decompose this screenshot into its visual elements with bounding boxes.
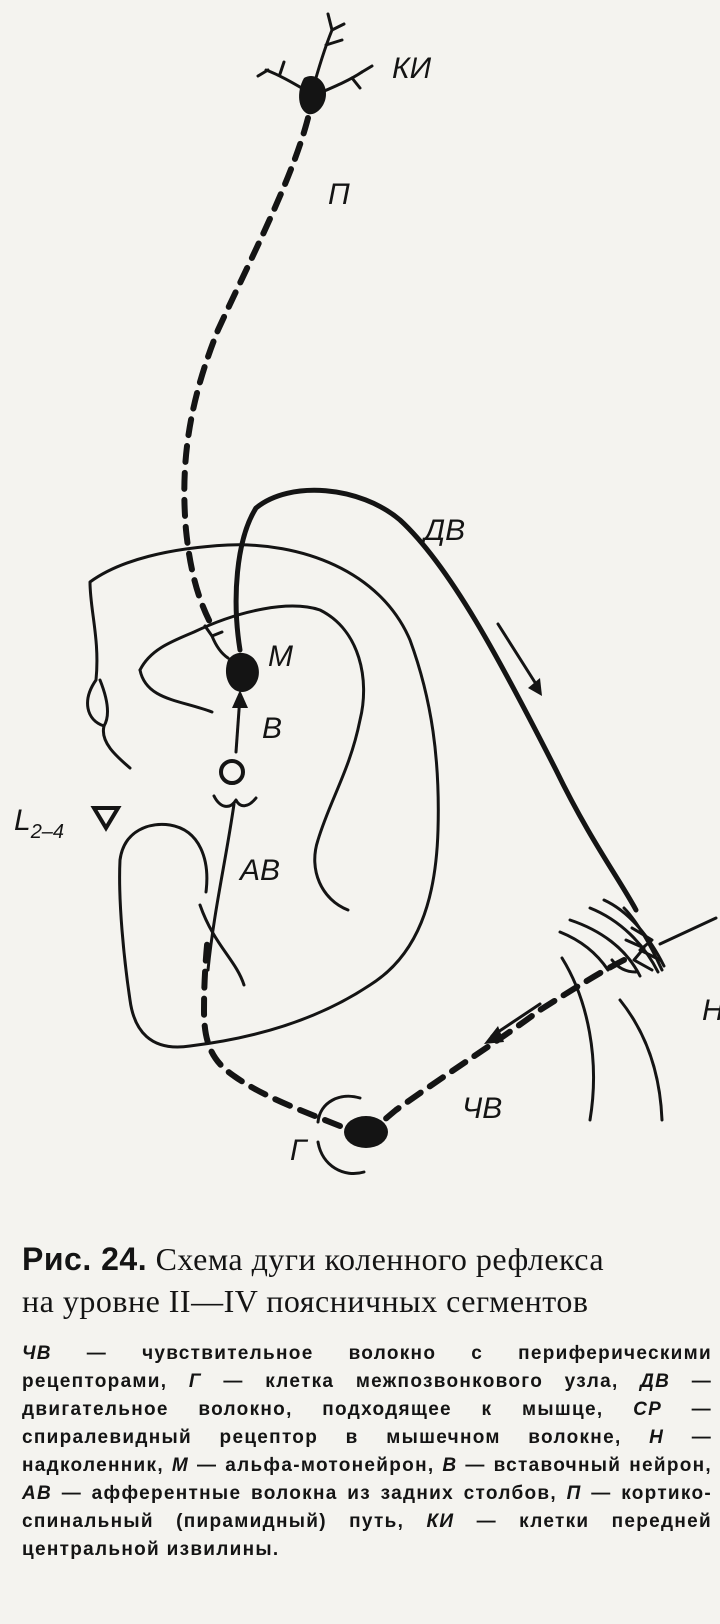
sensory-direction-arrowhead — [484, 1026, 504, 1044]
legend-abbr: ЧВ — [22, 1343, 52, 1364]
caption-title-line1: Схема дуги коленного рефлекса — [155, 1241, 605, 1277]
legend-abbr: АВ — [22, 1483, 53, 1504]
label-v: В — [262, 712, 282, 745]
figure-number: Рис. 24. — [22, 1241, 148, 1277]
cortical-neuron — [256, 12, 374, 115]
legend-text: — надколенник, — [22, 1427, 712, 1476]
legend-text: — чувствительное волокно с периферически… — [22, 1343, 712, 1392]
label-l: L2–4 — [14, 804, 64, 843]
interneuron — [212, 690, 258, 808]
legend-abbr: В — [442, 1455, 458, 1476]
label-m: М — [268, 640, 293, 673]
sensory-fiber-peripheral — [377, 957, 627, 1127]
legend-text: — спиралевидный рецептор в мышечном воло… — [22, 1399, 712, 1448]
legend-text: — альфа-мотонейрон, — [189, 1455, 443, 1476]
legend-abbr: СР — [633, 1399, 663, 1420]
label-av: АВ — [238, 854, 280, 887]
triangle-marker — [90, 806, 122, 832]
motor-fiber — [233, 487, 639, 913]
motor-direction-arrow — [496, 622, 538, 686]
motor-direction-arrowhead — [528, 678, 542, 696]
label-g: Г — [290, 1134, 309, 1167]
ganglion-cell — [316, 1094, 388, 1175]
legend-abbr: Г — [188, 1371, 202, 1392]
legend-text: — клетки передней центральной извилины. — [22, 1511, 712, 1560]
figure-caption: Рис. 24. Схема дуги коленного рефлекса н… — [22, 1238, 712, 1564]
label-p: П — [328, 178, 350, 211]
legend-text: — двигательное волокно, подходящее к мыш… — [22, 1371, 712, 1420]
motor-neuron — [203, 624, 259, 692]
muscle-receptor — [558, 898, 718, 1122]
afferent-fiber — [206, 802, 236, 972]
spinal-cord-outline — [86, 543, 440, 1049]
legend-text: — афферентные волокна из задних столбов, — [52, 1483, 567, 1504]
legend-abbr: П — [566, 1483, 582, 1504]
label-dv: ДВ — [421, 514, 465, 547]
legend-abbr: Н — [649, 1427, 665, 1448]
pyramidal-tract — [181, 115, 311, 629]
legend-abbr: КИ — [426, 1511, 455, 1532]
label-chv: ЧВ — [462, 1092, 502, 1125]
legend-text: — вставочный нейрон, — [457, 1455, 712, 1476]
sensory-direction-arrow — [490, 1002, 542, 1038]
label-ki: КИ — [392, 52, 432, 85]
caption-title: Рис. 24. Схема дуги коленного рефлекса н… — [22, 1238, 712, 1322]
legend-abbr: ДВ — [640, 1371, 671, 1392]
legend-abbr: М — [171, 1455, 189, 1476]
legend-text: — клетка межпозвонкового узла, — [201, 1371, 641, 1392]
reflex-arc-diagram: КИ П ДВ М В L2–4 АВ Н ЧВ Г — [14, 12, 720, 1175]
sensory-fiber-central — [201, 932, 343, 1129]
label-n: Н — [702, 994, 720, 1027]
caption-legend: ЧВ — чувствительное волокно с перифериче… — [22, 1340, 712, 1564]
legend-text: — кортико-спинальный (пирамидный) путь, — [22, 1483, 712, 1532]
caption-title-line2: на уровне II—IV поясничных сегментов — [22, 1283, 589, 1319]
